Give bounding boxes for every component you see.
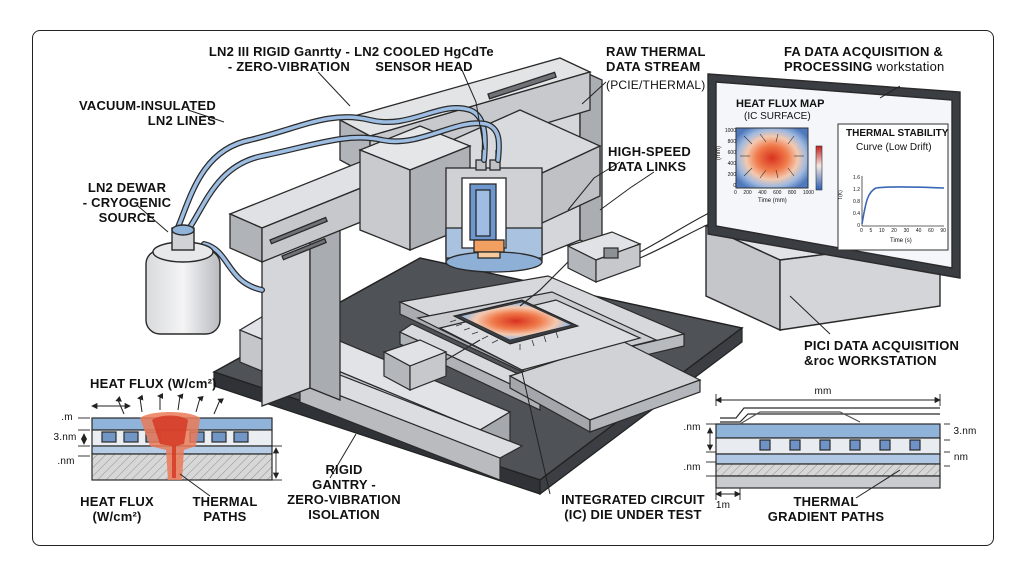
heatmap-xtick: 400 — [758, 190, 767, 196]
stab-ytick: 1.6 — [853, 175, 860, 181]
probe-clamp-left — [382, 339, 448, 392]
dim-right-span: mm — [814, 386, 832, 397]
gantry — [228, 57, 603, 407]
label-vacuum-lines: VACUUM-INSULATED LN2 LINES — [78, 98, 216, 128]
label-rigid-gantry-iso: RIGID GANTRY - ZERO-VIBRATION ISOLATION — [287, 462, 401, 522]
monitor-heatmap-xticks: 0 200 400 600 800 1000 — [734, 190, 814, 196]
dim-right-right-bot: nm — [953, 452, 969, 463]
dim-right-right-top: 3.nm — [953, 426, 977, 437]
label-high-speed: HIGH-SPEED DATA LINKS — [608, 144, 691, 174]
stab-xtick: 0 — [860, 228, 863, 234]
label-raw-stream-sub: (PCIE/THERMAL) — [606, 78, 706, 92]
monitor-stab-title: THERMAL STABILITY — [846, 128, 949, 139]
stab-ytick: 0.4 — [853, 211, 860, 217]
monitor-heatmap-title: HEAT FLUX MAP — [736, 98, 825, 110]
sensor-head — [445, 150, 543, 273]
monitor-stab-xticks: 0 5 10 20 30 40 60 90 — [860, 228, 946, 234]
stab-ytick: 0.8 — [853, 199, 860, 205]
heatmap-ytick: 600 — [727, 150, 736, 156]
monitor-stab-yticks: 1.6 1.2 0.8 0.4 0 — [848, 172, 860, 232]
monitor-stability-panel — [837, 123, 949, 251]
heatmap-ytick: 400 — [727, 161, 736, 167]
label-fa-workstation: FA DATA ACQUISITION & PROCESSING worksta… — [784, 44, 984, 74]
heatmap-xtick: 600 — [773, 190, 782, 196]
label-fa-workstation-bold: FA DATA ACQUISITION & PROCESSING — [784, 44, 943, 74]
heatmap-xtick: 200 — [743, 190, 752, 196]
heatmap-xtick: 1000 — [802, 190, 814, 196]
heatmap-ytick: 200 — [727, 172, 736, 178]
stab-xtick: 20 — [891, 228, 897, 234]
leader-lines — [137, 69, 901, 499]
stab-ytick: 0 — [857, 223, 860, 229]
heatmap-ytick: 1000 — [724, 128, 736, 134]
monitor-heatmap-sub: (IC SURFACE) — [744, 111, 811, 122]
stab-ytick: 1.2 — [853, 187, 860, 193]
ln2-lines — [173, 105, 502, 293]
label-pici-workstation: PICI DATA ACQUISITION &roc WORKSTATION — [804, 338, 960, 368]
heatmap-ytick: 0 — [733, 183, 736, 189]
probe-clamp-right — [566, 231, 642, 283]
heatmap-xtick: 0 — [734, 190, 737, 196]
stab-xtick: 5 — [869, 228, 873, 234]
dim-left-top: .m — [61, 412, 73, 423]
inset-left-cross-section — [78, 393, 282, 481]
monitor-heatmap-xlabel: Time (mm) — [758, 198, 787, 204]
stab-xtick: 90 — [940, 228, 946, 234]
label-dewar: LN2 DEWAR - CRYOGENIC SOURCE — [82, 180, 172, 225]
stab-xtick: 30 — [903, 228, 910, 234]
monitor-stab-xlabel: Time (s) — [890, 238, 912, 244]
dim-right-left-top: .nm — [683, 422, 701, 433]
monitor-heatmap-yticks: 1000 800 600 400 200 0 — [722, 126, 736, 192]
stab-xtick: 10 — [879, 228, 885, 234]
inset-right-cross-section — [706, 394, 950, 500]
monitor-stab-ylabel: T(K) — [837, 190, 844, 200]
stab-xtick: 40 — [915, 228, 922, 234]
label-thermal-gradient: THERMAL GRADIENT PATHS — [767, 494, 885, 524]
label-gantry-top: LN2 III RIGID Ganrtty - - ZERO-VIBRATION — [208, 44, 350, 74]
label-heat-flux-bottom: HEAT FLUX (W/cm²) — [80, 494, 154, 524]
label-fa-workstation-norm: workstation — [876, 59, 945, 74]
dim-right-bottom: 1m — [715, 500, 731, 511]
monitor-stab-sub: Curve (Low Drift) — [856, 142, 932, 153]
dim-left-mid: 3.nm — [53, 432, 77, 443]
label-ic-die: INTEGRATED CIRCUIT (IC) DIE UNDER TEST — [561, 492, 705, 522]
label-raw-stream: RAW THERMAL DATA STREAM — [606, 44, 706, 74]
label-sensor-head: LN2 COOLED HgCdTe SENSOR HEAD — [354, 44, 494, 74]
label-heat-flux-top: HEAT FLUX (W/cm²) — [90, 376, 217, 391]
stab-xtick: 60 — [928, 228, 934, 234]
monitor-heatmap-panel — [735, 127, 823, 191]
dim-right-left-bot: .nm — [683, 462, 701, 473]
heatmap-xtick: 800 — [787, 190, 797, 196]
label-thermal-paths: THERMAL PATHS — [192, 494, 258, 524]
heatmap-ytick: 800 — [727, 139, 736, 145]
ic-die — [449, 299, 580, 350]
dim-left-bot: .nm — [57, 456, 75, 467]
ln2-dewar — [145, 224, 221, 335]
